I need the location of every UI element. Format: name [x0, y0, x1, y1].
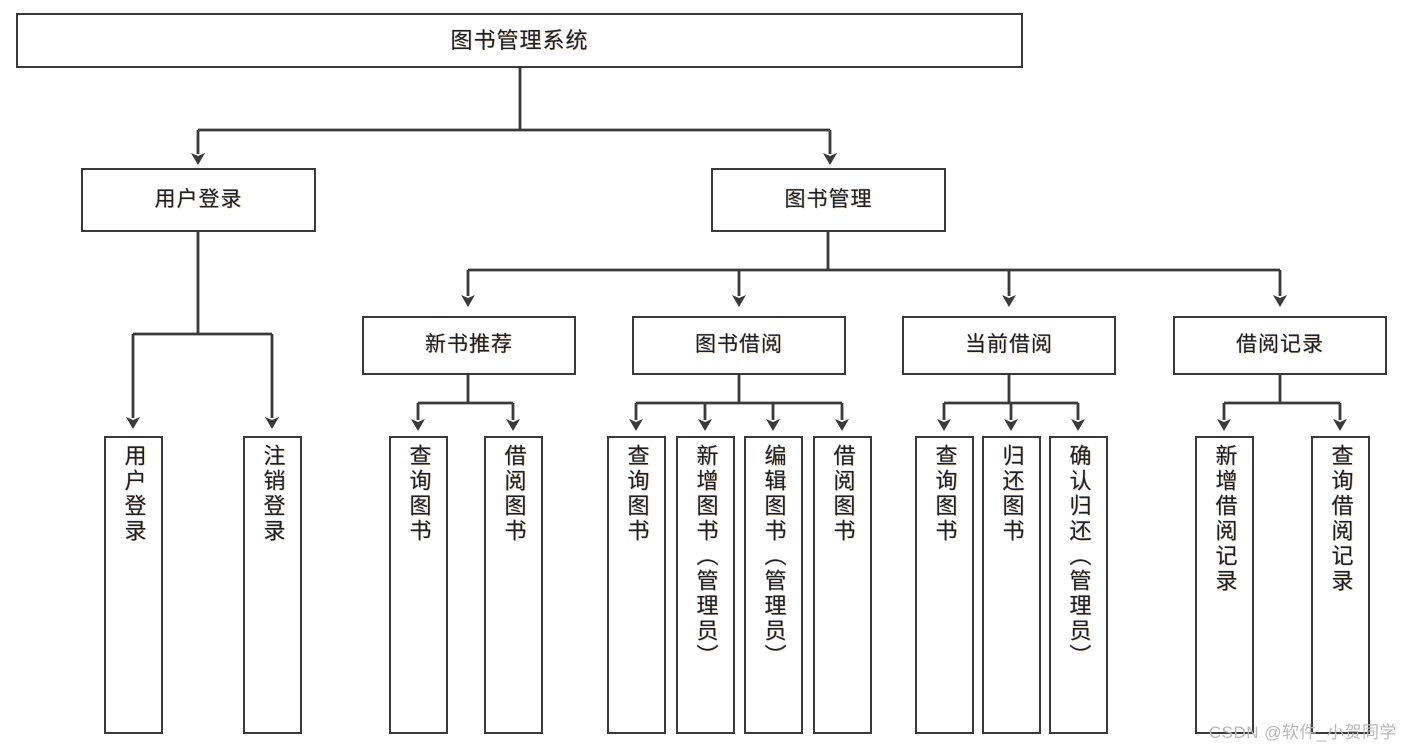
node-label: 图书管理 [784, 187, 873, 211]
leaf-edit-book-admin[interactable]: 编辑图书（管理员） [744, 436, 803, 734]
leaf-borrow-book[interactable]: 借阅图书 [813, 436, 872, 734]
node-root-system[interactable]: 图书管理系统 [16, 13, 1023, 68]
node-book-borrow[interactable]: 图书借阅 [632, 316, 846, 375]
leaf-query-book-current[interactable]: 查询图书 [915, 436, 974, 734]
leaf-label: 归还图书 [999, 444, 1025, 544]
leaf-label: 借阅图书 [830, 444, 856, 544]
leaf-query-borrow-record[interactable]: 查询借阅记录 [1311, 436, 1370, 734]
leaf-label: 查询图书 [406, 444, 432, 544]
leaf-label: 注销登录 [260, 444, 286, 544]
watermark: CSDN @软件_小贺同学 [1208, 723, 1397, 742]
leaf-confirm-return-admin[interactable]: 确认归还（管理员） [1049, 436, 1108, 734]
node-book-management[interactable]: 图书管理 [711, 168, 946, 232]
leaf-label: 借阅图书 [501, 444, 527, 544]
leaf-add-book-admin[interactable]: 新增图书（管理员） [676, 436, 735, 734]
leaf-label: 编辑图书（管理员） [761, 444, 787, 669]
node-label: 用户登录 [154, 187, 243, 211]
leaf-label: 用户登录 [121, 444, 147, 544]
node-label: 图书管理系统 [450, 27, 589, 53]
leaf-user-login[interactable]: 用户登录 [104, 436, 163, 734]
leaf-logout[interactable]: 注销登录 [243, 436, 302, 734]
leaf-query-book-recommend[interactable]: 查询图书 [389, 436, 448, 734]
leaf-label: 查询借阅记录 [1328, 444, 1354, 594]
leaf-add-borrow-record[interactable]: 新增借阅记录 [1195, 436, 1254, 734]
leaf-label: 查询图书 [932, 444, 958, 544]
node-user-login[interactable]: 用户登录 [81, 168, 316, 232]
node-label: 图书借阅 [695, 333, 783, 357]
node-label: 当前借阅 [965, 333, 1053, 357]
leaf-label: 新增图书（管理员） [693, 444, 719, 669]
node-new-book-recommend[interactable]: 新书推荐 [362, 316, 576, 375]
leaf-query-book-borrow[interactable]: 查询图书 [607, 436, 666, 734]
leaf-label: 新增借阅记录 [1212, 444, 1238, 594]
leaf-return-book[interactable]: 归还图书 [982, 436, 1041, 734]
leaf-label: 确认归还（管理员） [1066, 444, 1092, 669]
leaf-label: 查询图书 [624, 444, 650, 544]
node-label: 新书推荐 [425, 333, 513, 357]
node-label: 借阅记录 [1236, 333, 1324, 357]
node-borrow-record[interactable]: 借阅记录 [1173, 316, 1387, 375]
leaf-borrow-book-recommend[interactable]: 借阅图书 [484, 436, 543, 734]
node-current-borrow[interactable]: 当前借阅 [902, 316, 1116, 375]
